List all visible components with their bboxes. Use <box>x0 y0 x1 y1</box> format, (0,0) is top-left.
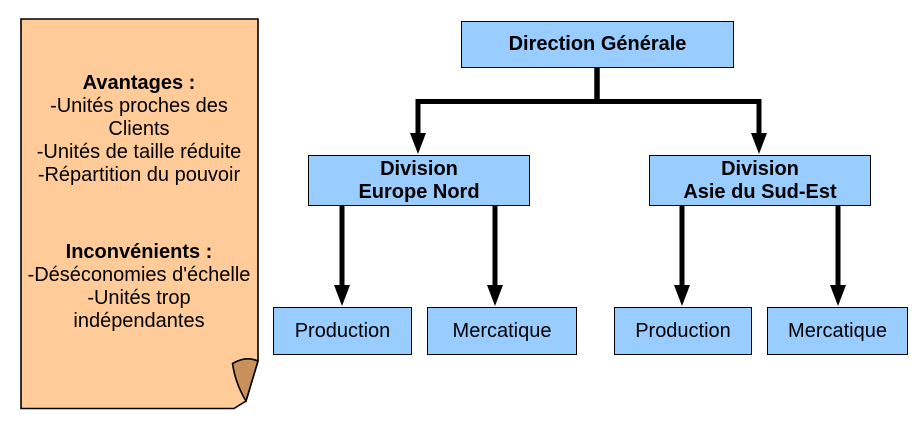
division-right-children-connector <box>679 206 841 288</box>
advantage-item: -Unités proches des Clients <box>50 95 228 140</box>
org-box-label-line2: Asie du Sud-Est <box>683 180 837 203</box>
org-box-division-asie-sud-est: Division Asie du Sud-Est <box>649 155 871 206</box>
division-left-children-connector <box>339 206 498 288</box>
advantages-heading: Avantages : <box>82 72 196 94</box>
arrowhead-division-left <box>410 133 426 154</box>
org-box-label: Production <box>294 319 391 342</box>
note-fold-corner <box>231 358 259 403</box>
org-box-division-europe-nord: Division Europe Nord <box>308 155 530 206</box>
org-box-production-right: Production <box>614 307 752 355</box>
org-box-label: Direction Générale <box>508 33 687 55</box>
org-box-direction-generale: Direction Générale <box>461 21 734 68</box>
org-box-label-line2: Europe Nord <box>358 180 480 203</box>
org-box-label: Mercatique <box>788 319 887 342</box>
arrowhead-division-right <box>751 133 767 154</box>
advantage-item: -Répartition du pouvoir <box>37 164 241 186</box>
disadvantages-heading: Inconvénients : <box>65 241 213 263</box>
arrowhead-production-left <box>334 285 350 306</box>
org-box-label: Production <box>635 319 731 342</box>
arrowhead-production-right <box>674 285 690 306</box>
disadvantage-item: -Unités trop indépendantes <box>73 287 205 332</box>
disadvantage-item: -Déséconomies d'échelle <box>27 264 251 286</box>
note-text-block: Avantages : -Unités proches des Clients … <box>19 72 259 333</box>
org-box-label-line1: Division <box>721 157 799 180</box>
org-box-mercatique-left: Mercatique <box>427 307 577 355</box>
org-box-production-left: Production <box>273 307 412 355</box>
org-box-mercatique-right: Mercatique <box>767 307 908 355</box>
arrowhead-mercatique-right <box>830 285 846 306</box>
advantage-item: -Unités de taille réduite <box>36 141 242 163</box>
divisions-branch-connector <box>415 99 762 138</box>
org-box-label-line1: Division <box>380 157 458 180</box>
org-box-label: Mercatique <box>452 319 552 342</box>
arrowhead-mercatique-left <box>487 285 503 306</box>
